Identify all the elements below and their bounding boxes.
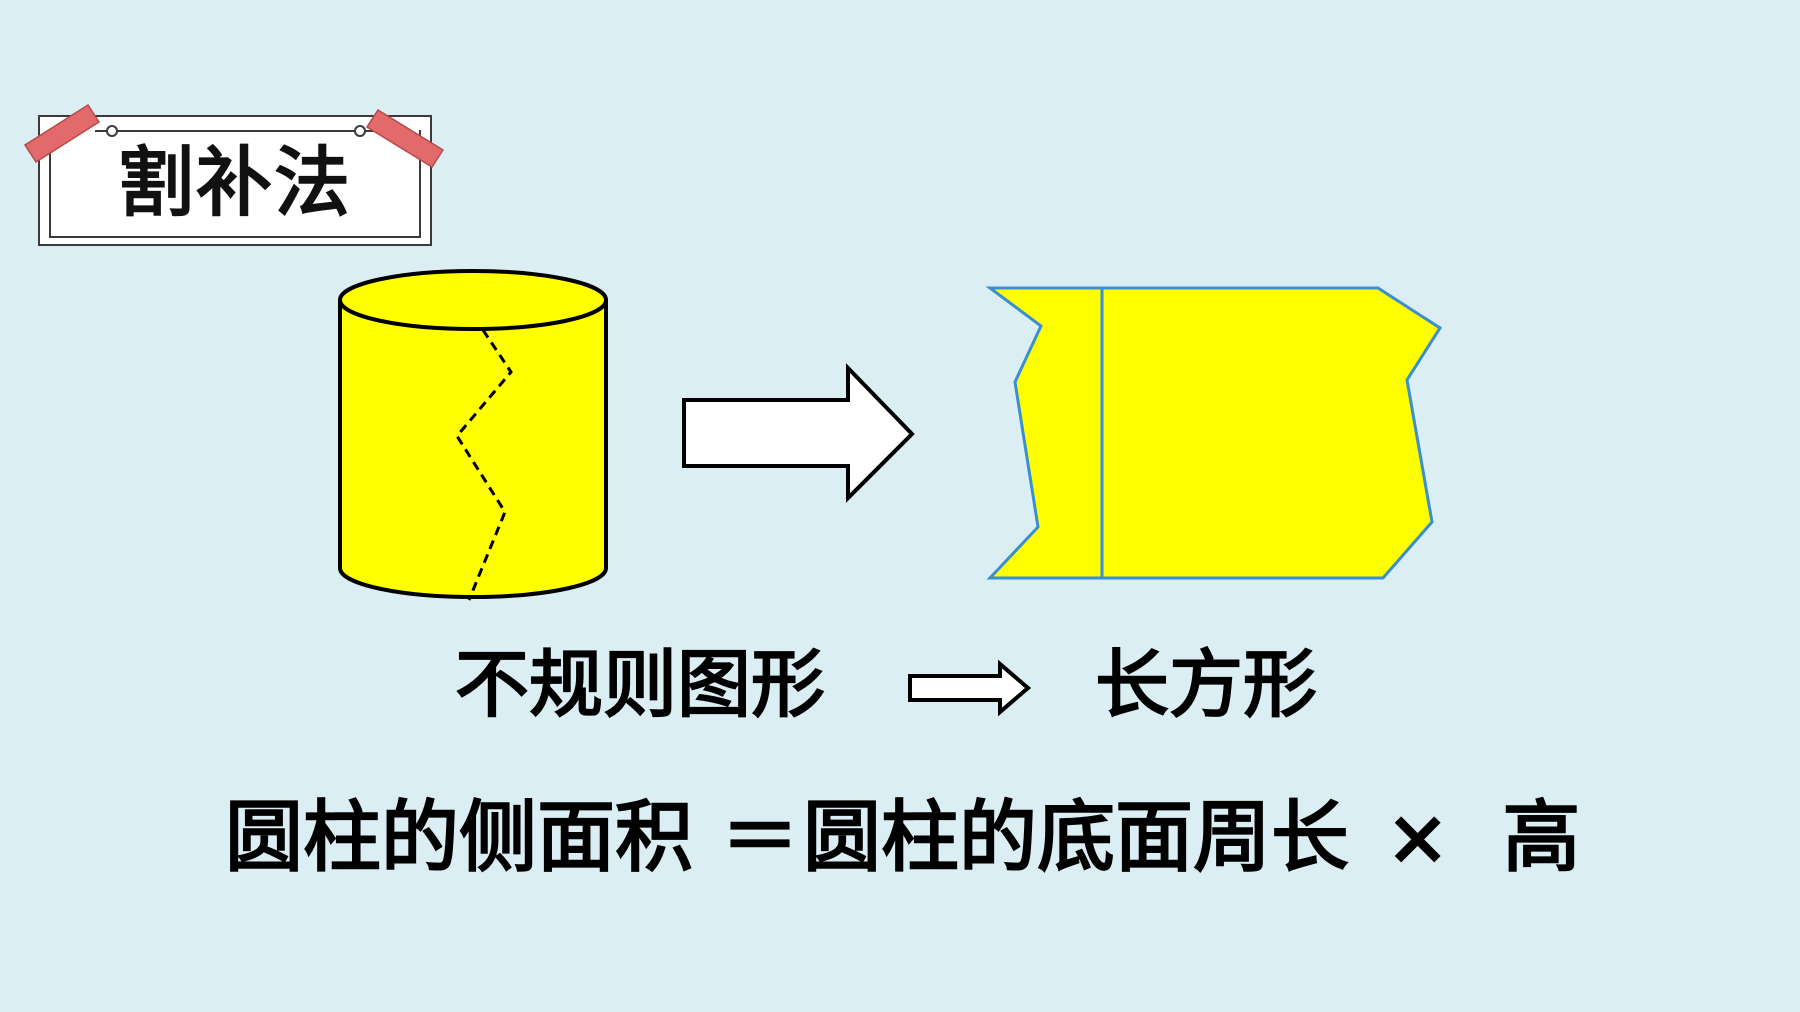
unrolled-shape xyxy=(985,286,1443,580)
title-card-frame xyxy=(49,130,421,238)
caption-irregular-shape: 不规则图形 xyxy=(455,642,825,728)
right-arrow-outline-icon xyxy=(682,363,915,503)
tape-icon xyxy=(23,103,445,169)
formula-times: × xyxy=(1385,793,1451,883)
page-title: 割补法 xyxy=(118,138,352,227)
cut-line xyxy=(455,329,513,601)
formula-height: 高 xyxy=(1502,793,1581,883)
formula-rhs: 圆柱的底面周长 xyxy=(803,793,1350,883)
formula-lhs: 圆柱的侧面积 xyxy=(225,793,694,883)
title-card: 割补法 xyxy=(38,115,432,246)
formula-equals: ＝ xyxy=(721,793,800,883)
right-arrow-small-icon xyxy=(908,659,1032,717)
formula: 圆柱的侧面积 ＝圆柱的底面周长 × 高 xyxy=(225,790,1580,886)
title-card-decoration xyxy=(95,125,375,137)
caption-rectangle: 长方形 xyxy=(1095,642,1317,728)
cylinder xyxy=(338,269,608,599)
